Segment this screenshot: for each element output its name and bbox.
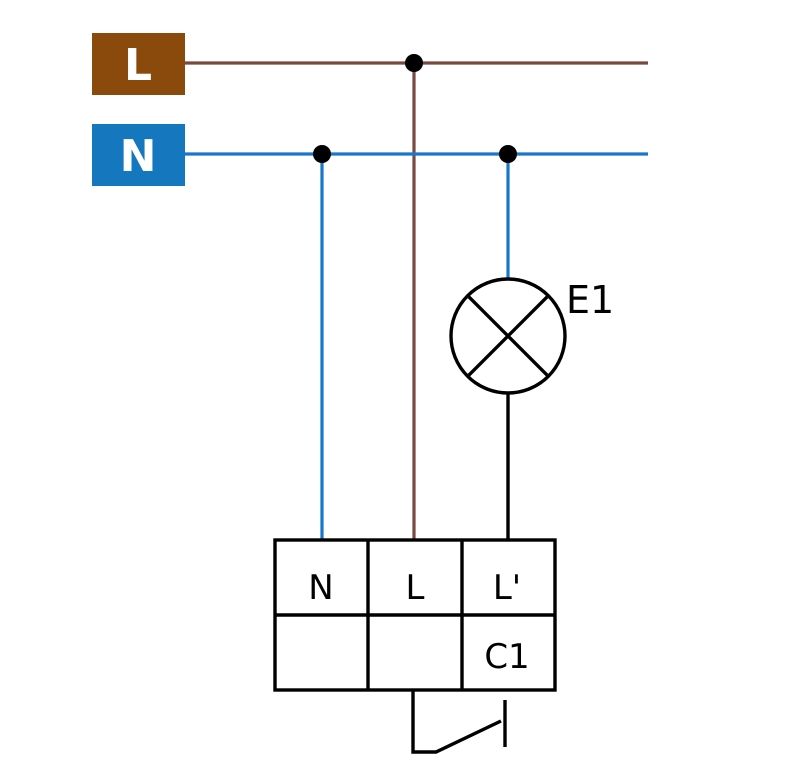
lamp-cross-line-2 (466, 294, 550, 378)
live-supply-box: L (92, 33, 185, 95)
neutral-supply-box: N (92, 124, 185, 186)
terminal-label-n: N (308, 568, 333, 608)
terminal-label-lprime: L' (493, 568, 521, 608)
junction-dot-live (405, 54, 423, 72)
terminal-label-l: L (406, 568, 425, 608)
neutral-box-label: N (120, 131, 157, 182)
neutral-wire-group (185, 152, 648, 540)
terminal-label-c1: C1 (484, 637, 529, 677)
live-box (92, 33, 185, 95)
switch-symbol (411, 690, 507, 754)
lamp-symbol: E1 (449, 277, 614, 395)
junction-dot-neutral-left (313, 145, 331, 163)
live-box-label: L (124, 40, 152, 91)
terminal-block: N L L' C1 (273, 538, 557, 692)
lamp-label: E1 (566, 278, 614, 322)
neutral-box (92, 124, 185, 186)
junction-dot-neutral-lamp (499, 145, 517, 163)
switch-blade (411, 690, 502, 754)
